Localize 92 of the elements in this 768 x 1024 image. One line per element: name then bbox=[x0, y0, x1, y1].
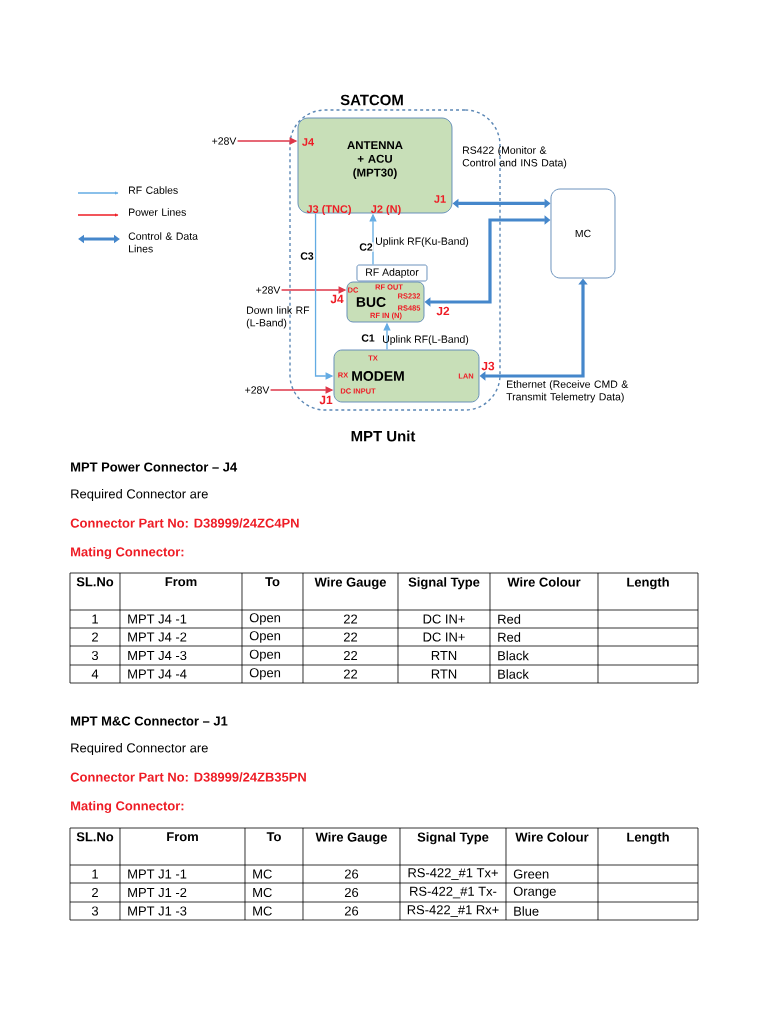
table-text: RTN bbox=[431, 669, 457, 679]
table-text: 4 bbox=[91, 669, 99, 679]
table-text: 26 bbox=[344, 906, 359, 916]
part-number: Connector Part No: D38999/24ZB35PN bbox=[70, 772, 306, 782]
column-header: SL.No bbox=[76, 832, 114, 842]
adaptor-box: RF Adaptor bbox=[356, 264, 428, 282]
voltage-label: +28V bbox=[256, 286, 281, 294]
legend-item: Power Lines bbox=[77, 208, 186, 217]
table-text: Orange bbox=[513, 886, 556, 899]
connector-label: J2 bbox=[436, 306, 450, 316]
table-text: MPT J4 -2 bbox=[128, 632, 187, 642]
column-header: SL.No bbox=[76, 577, 114, 587]
column-header: Wire Gauge bbox=[315, 832, 387, 845]
table-text: RS-422_#1 Tx- bbox=[410, 886, 497, 899]
column-header: To bbox=[266, 832, 281, 842]
column-header: From bbox=[165, 577, 197, 587]
table-text: MC bbox=[253, 906, 272, 916]
part-number: Connector Part No: D38999/24ZC4PN bbox=[70, 518, 299, 528]
column-header: Wire Colour bbox=[515, 832, 589, 842]
port-label: J3 (TNC) bbox=[306, 204, 351, 216]
column-header: Signal Type bbox=[408, 577, 480, 590]
table-text: MPT J1 -1 bbox=[128, 869, 187, 879]
connector-arrow bbox=[452, 198, 551, 209]
text-line: Mating Connector: bbox=[71, 546, 184, 560]
table-text: Green bbox=[513, 869, 549, 879]
table-text: 22 bbox=[343, 651, 358, 661]
voltage-label: +28V bbox=[245, 386, 270, 394]
table-text: 3 bbox=[91, 906, 99, 916]
cable-label: C3 bbox=[299, 251, 315, 261]
table-text: DC IN+ bbox=[423, 632, 465, 642]
table-text: MC bbox=[253, 869, 272, 879]
table-text: RS-422_#1 Rx+ bbox=[407, 905, 499, 917]
voltage-label: +28V bbox=[212, 137, 237, 145]
text-line: MPT M&C Connector – J1 bbox=[71, 716, 228, 726]
table-text: 26 bbox=[344, 887, 359, 898]
cable-label: C2 bbox=[358, 242, 374, 252]
note: Down link RF (L-Band) bbox=[246, 306, 310, 329]
table-text: RTN bbox=[431, 651, 457, 660]
table-text: RS-422_#1 Tx+ bbox=[408, 868, 498, 880]
column-header: Signal Type bbox=[417, 832, 489, 845]
connector-label: J3 bbox=[481, 361, 495, 371]
table-text: 22 bbox=[343, 632, 358, 642]
table-text: DC IN+ bbox=[423, 614, 465, 624]
table-text: Blue bbox=[514, 906, 539, 916]
column-header: Wire Gauge bbox=[314, 577, 386, 590]
legend-item: Control & Data Lines bbox=[78, 232, 198, 253]
table-text: 1 bbox=[92, 869, 98, 879]
port-label: J1 bbox=[434, 195, 446, 203]
connector-label: J1 bbox=[319, 395, 333, 405]
note: Uplink RF(L-Band) bbox=[383, 335, 469, 345]
table-text: MPT J1 -2 bbox=[128, 887, 187, 898]
table-text: MPT J4 -1 bbox=[128, 614, 187, 624]
table-text: MPT J4 -4 bbox=[128, 669, 187, 679]
text-line: Required Connector are bbox=[71, 742, 208, 756]
connector-label: J4 bbox=[330, 294, 344, 304]
column-header: Length bbox=[627, 832, 669, 845]
mc-box: MC bbox=[550, 188, 616, 279]
note: RS422 (Monitor & Control and INS Data) bbox=[462, 146, 567, 169]
port-label: J2 (N) bbox=[370, 204, 401, 216]
column-header: Length bbox=[627, 577, 669, 590]
table-text: MC bbox=[253, 887, 272, 898]
cable-label: C1 bbox=[360, 333, 376, 343]
text-line: MPT Power Connector – J4 bbox=[71, 462, 238, 472]
table-text: 3 bbox=[91, 650, 99, 661]
legend-item: RF Cables bbox=[77, 186, 178, 195]
table-text: MPT J4 -3 bbox=[128, 650, 187, 661]
heading: SATCOM bbox=[340, 94, 403, 106]
table-text: Open bbox=[249, 631, 281, 643]
table-text: Open bbox=[249, 668, 281, 680]
column-header: To bbox=[265, 577, 280, 587]
table-text: 22 bbox=[343, 614, 358, 624]
table-text: Open bbox=[249, 613, 281, 625]
table-text: Open bbox=[249, 649, 281, 662]
table-text: 2 bbox=[92, 888, 98, 898]
text-line: Mating Connector: bbox=[71, 800, 184, 814]
table-text: Black bbox=[498, 669, 529, 679]
note: Ethernet (Receive CMD & Transmit Telemetry Data) bbox=[506, 380, 629, 403]
table-text: 2 bbox=[92, 632, 98, 642]
table-text: 22 bbox=[343, 669, 358, 679]
column-header: Wire Colour bbox=[507, 577, 581, 587]
column-header: From bbox=[167, 832, 198, 842]
table-text: Red bbox=[498, 614, 521, 624]
note: Uplink RF(Ku-Band) bbox=[376, 237, 469, 247]
connector-arrow bbox=[424, 215, 551, 307]
text-line: Required Connector are bbox=[71, 488, 208, 502]
figure-caption: MPT Unit bbox=[351, 430, 416, 442]
table-text: 1 bbox=[92, 614, 98, 624]
table-text: Red bbox=[498, 632, 521, 642]
table-text: MPT J1 -3 bbox=[128, 906, 187, 916]
table-text: 26 bbox=[344, 869, 359, 879]
table-text: Black bbox=[498, 650, 529, 661]
port-label: J4 bbox=[302, 138, 315, 146]
